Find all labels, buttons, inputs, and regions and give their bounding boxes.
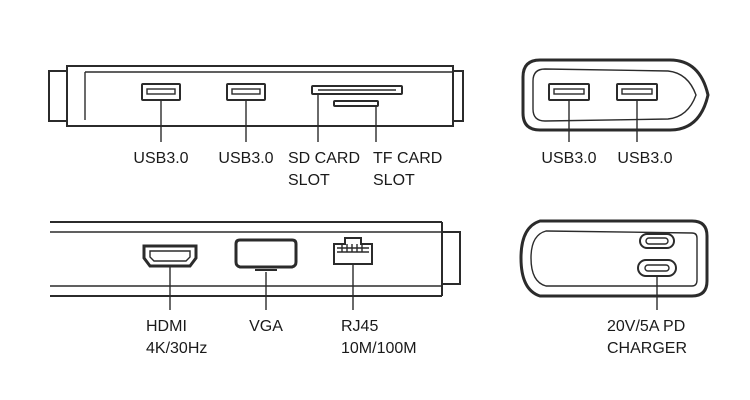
hub-end-outline <box>521 58 710 132</box>
usb-a-port-icon <box>616 83 658 101</box>
port-cap-icon <box>639 233 675 249</box>
label-usb-a-1: USB3.0 <box>133 150 188 167</box>
sd-card-slot-icon <box>311 85 403 95</box>
hub-side-top: USB3.0 USB3.0 SD CARD SLOT TF CARD SLOT <box>48 65 464 189</box>
usb-a-port-icon <box>548 83 590 101</box>
usb-a-port-icon <box>226 83 266 101</box>
label-tf-slot: TF CARD SLOT <box>373 150 447 189</box>
label-sd-slot: SD CARD SLOT <box>288 150 364 189</box>
label-usb-a-3: USB3.0 <box>541 150 596 167</box>
usb-c-port-icon <box>637 259 677 277</box>
hub-end-cap <box>441 231 461 285</box>
hub-end-cap-left <box>48 70 68 122</box>
tf-card-slot-icon <box>333 100 379 107</box>
hub-end-outline <box>519 219 709 298</box>
hdmi-port-icon <box>142 244 198 268</box>
label-rj45: RJ45 10M/100M <box>341 318 417 357</box>
hub-body-top <box>66 65 454 127</box>
label-usb-a-4: USB3.0 <box>617 150 672 167</box>
hub-end-top: USB3.0 USB3.0 <box>521 58 710 167</box>
label-vga: VGA <box>249 318 283 335</box>
vga-port-icon <box>234 238 298 271</box>
label-usb-c-pd: 20V/5A PD CHARGER <box>607 318 690 357</box>
hub-end-bottom: 20V/5A PD CHARGER <box>519 219 709 357</box>
label-usb-a-2: USB3.0 <box>218 150 273 167</box>
rj45-port-icon <box>333 237 373 265</box>
hub-end-cap-right <box>452 70 464 122</box>
hub-end-inner <box>532 68 697 122</box>
usb-a-port-icon <box>141 83 181 101</box>
label-hdmi: HDMI 4K/30Hz <box>146 318 207 357</box>
hub-end-inner <box>530 230 698 287</box>
hub-side-bottom: HDMI 4K/30Hz VGA RJ45 10M/100M <box>50 221 461 357</box>
